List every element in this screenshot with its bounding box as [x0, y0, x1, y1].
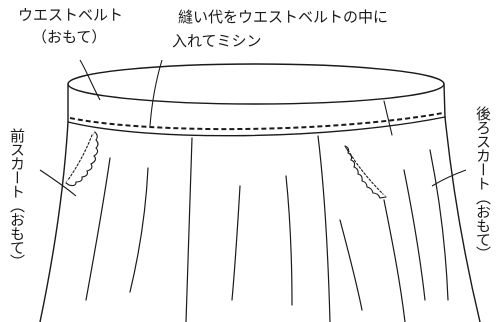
back-pocket-lace-trim [344, 145, 387, 199]
waistband-top-rim [67, 63, 445, 105]
seam-allowance-label-line2: 入れてミシン [172, 32, 262, 50]
skirt-right-side-line [444, 116, 481, 322]
fold-line [429, 149, 449, 301]
back-seam-line [383, 100, 393, 136]
fold-line [185, 137, 193, 322]
waist-belt-label-line1: ウエストベルト [18, 6, 124, 24]
fold-line [339, 219, 363, 311]
back-pocket-lace [344, 145, 387, 199]
fold-line [383, 199, 406, 322]
front-skirt-label: 前スカート（おもて） [8, 128, 26, 268]
seam-allowance-label-line1: 縫い代をウエストベルトの中に [178, 8, 389, 26]
fold-line [403, 169, 426, 301]
waistband-right-edge [443, 83, 446, 118]
fold-line [85, 157, 111, 301]
fold-line [317, 135, 331, 322]
front-pocket-lace-trim [65, 131, 99, 187]
leader-seam-allowance [149, 59, 163, 127]
skirt-left-side-line [39, 121, 69, 322]
waist-belt-label-line2: （おもて） [32, 28, 107, 46]
fold-line [231, 185, 241, 301]
front-pocket-lace [65, 131, 99, 187]
fold-line [129, 167, 149, 293]
leader-front-skirt [39, 169, 77, 197]
back-skirt-label: 後ろスカート（おもて） [474, 106, 492, 260]
skirt-folds [85, 135, 449, 322]
waistband-bottom-edge [67, 116, 446, 137]
fold-line [285, 175, 293, 306]
leader-back-skirt [431, 169, 467, 187]
leader-waist-belt [79, 59, 101, 101]
